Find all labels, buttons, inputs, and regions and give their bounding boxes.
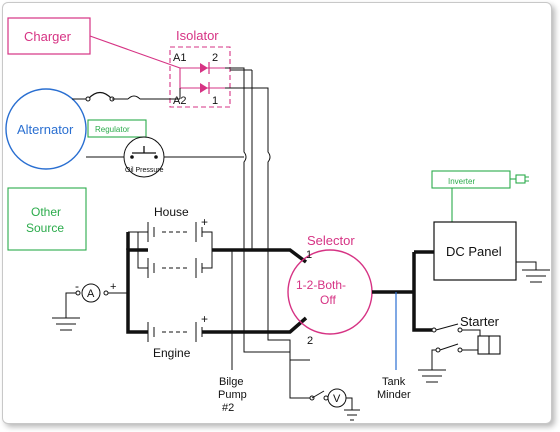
selector-pos-1: 1 [306, 249, 312, 261]
tank-line2: Minder [377, 389, 411, 401]
diagram-frame [2, 2, 552, 424]
inverter-label: Inverter [448, 177, 475, 186]
isolator-1: 1 [212, 95, 218, 107]
negative-bus [126, 248, 148, 334]
voltmeter-switch [309, 390, 329, 401]
fuse-icon [87, 91, 113, 100]
alternator-circle [5, 88, 87, 170]
other-source-line1: Other [31, 205, 61, 219]
starter-ground-icon [418, 369, 446, 383]
other-source-box [7, 187, 87, 251]
svg-text:+: + [110, 281, 116, 293]
selector-switch [287, 249, 373, 335]
isolator-label: Isolator [176, 28, 219, 43]
outlet-plug-icon [515, 174, 526, 184]
bilge-line3: #2 [222, 402, 234, 414]
diode-1-icon [200, 83, 208, 93]
tank-line1: Tank [382, 376, 406, 388]
ammeter [81, 283, 101, 303]
isolator-a2: A2 [173, 95, 186, 107]
regulator-box [87, 119, 147, 138]
dc-panel-label: DC Panel [446, 244, 502, 259]
diode-2-icon [200, 63, 208, 73]
ground-icon [52, 317, 80, 331]
ammeter-label: A [87, 288, 95, 300]
selector-line2: Off [320, 293, 336, 307]
selector-label: Selector [307, 233, 355, 248]
house-battery-1 [147, 222, 203, 242]
isolator-box [169, 46, 231, 108]
engine-label: Engine [153, 346, 191, 360]
house-label: House [154, 205, 189, 219]
charger-label: Charger [24, 29, 72, 44]
dc-panel-ground-icon [522, 269, 550, 283]
starter-solenoid-switch [435, 323, 459, 331]
engine-plus: + [201, 312, 208, 326]
house-plus: + [201, 215, 208, 229]
voltmeter-ground-icon [344, 409, 360, 421]
other-source-line2: Source [26, 221, 64, 235]
regulator-label: Regulator [95, 125, 130, 134]
charger-wire [89, 35, 181, 69]
selector-pos-2: 2 [307, 335, 313, 347]
dc-panel-box [433, 221, 517, 281]
bilge-line1: Bilge [219, 376, 243, 388]
isolator-a1: A1 [173, 52, 186, 64]
voltmeter-label: V [333, 393, 341, 405]
isolator-2: 2 [212, 52, 218, 64]
oil-pressure-label: Oil Pressure [125, 167, 164, 174]
house-battery-2 [147, 258, 203, 278]
starter-label: Starter [460, 314, 500, 329]
engine-battery [147, 322, 203, 342]
bilge-line2: Pump [218, 389, 247, 401]
ammeter-minus: - [75, 279, 79, 293]
alternator-label: Alternator [17, 122, 74, 137]
selector-line1: 1-2-Both- [296, 278, 346, 292]
